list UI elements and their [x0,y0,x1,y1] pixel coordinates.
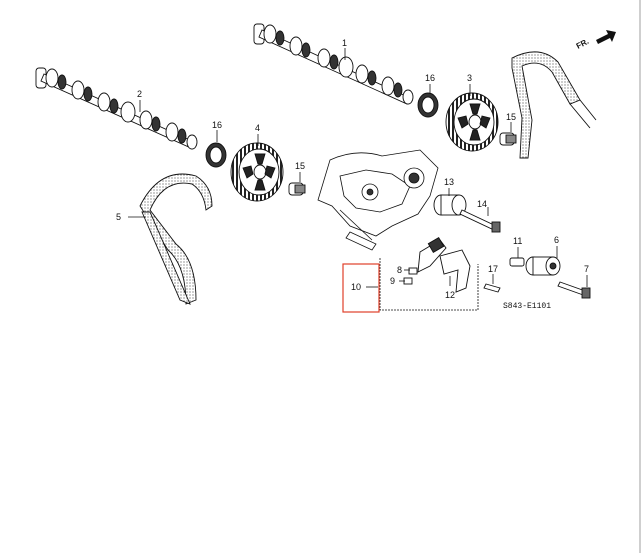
bolt-9 [403,277,413,285]
bolt-17 [483,283,501,293]
adjusting-pulley [525,256,561,276]
callout-9[interactable]: 9 [390,276,395,286]
callout-15-lower[interactable]: 15 [295,161,305,171]
callout-10[interactable]: 10 [351,282,361,292]
callout-8[interactable]: 8 [397,265,402,275]
timing-belt-left [139,173,213,305]
callout-16-lower[interactable]: 16 [212,120,222,130]
callout-6[interactable]: 6 [554,235,559,245]
callout-12[interactable]: 12 [445,290,455,300]
camshaft-seal-lower [205,142,227,168]
collar [509,257,525,267]
pulley-bolt-upper [499,132,517,146]
engine-block [317,149,439,251]
camshaft-pulley-upper [445,92,499,152]
callout-4[interactable]: 4 [255,123,260,133]
bolt-7 [557,281,591,299]
callout-2[interactable]: 2 [137,89,142,99]
group-frame [379,258,479,311]
idler-pulley [433,194,467,216]
callout-14[interactable]: 14 [477,199,487,209]
leader-lines [128,48,588,288]
bolt-8 [408,267,418,275]
idler-bolt [459,209,501,233]
camshaft-upper [253,23,414,105]
camshaft-seal-upper [417,92,439,118]
callout-13[interactable]: 13 [444,177,454,187]
callout-7[interactable]: 7 [584,264,589,274]
pulley-bolt-lower [288,182,306,196]
callout-16-upper[interactable]: 16 [425,73,435,83]
right-edge-strip [639,0,641,553]
callout-3[interactable]: 3 [467,73,472,83]
tensioner-bracket [439,249,471,293]
timing-belt-right [511,51,597,159]
diagram-code: S843-E1101 [503,302,551,311]
front-direction-indicator: FR. [575,30,616,51]
front-label: FR. [575,37,591,51]
front-arrow-icon [596,30,616,44]
auto-tensioner [417,237,447,273]
callout-1[interactable]: 1 [342,38,347,48]
callout-11[interactable]: 11 [513,236,522,246]
camshaft-lower [35,67,198,150]
callout-17[interactable]: 17 [488,264,498,274]
callout-5[interactable]: 5 [116,212,121,222]
camshaft-pulley-lower [230,142,284,202]
highlight-box-10 [342,263,380,313]
callout-15-upper[interactable]: 15 [506,112,516,122]
